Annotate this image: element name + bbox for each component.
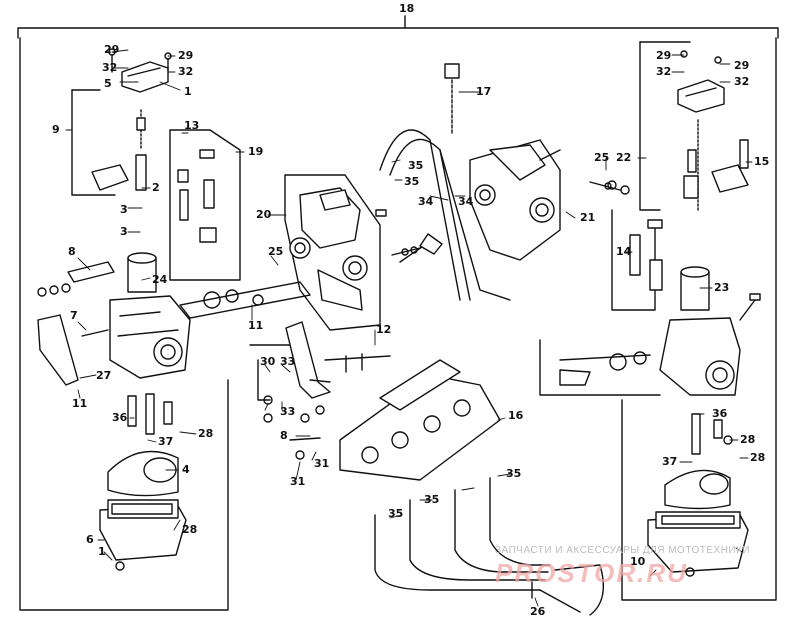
part-label-8: 8 [280,429,288,442]
part-label-29: 29 [734,59,750,72]
part-label-28: 28 [198,427,214,440]
part-label-10: 10 [630,555,646,568]
center-carburetor [284,174,443,331]
part-label-3: 3 [120,203,128,216]
part-label-29: 29 [104,43,120,56]
part-label-32: 32 [656,65,672,78]
intake-manifold [249,321,501,481]
part-label-31: 31 [290,475,306,488]
part-label-32: 32 [102,61,118,74]
assembly-bracket-18 [17,15,779,611]
part-label-7: 7 [70,309,78,322]
part-label-14: 14 [616,245,632,258]
part-label-5: 5 [104,77,112,90]
part-label-28: 28 [750,451,766,464]
part-label-29: 29 [656,49,672,62]
part-label-33: 33 [280,405,296,418]
part-label-28: 28 [182,523,198,536]
part-label-37: 37 [158,435,174,448]
part-label-35: 35 [388,507,404,520]
part-label-15: 15 [754,155,770,168]
part-label-34: 34 [458,195,474,208]
part-label-13: 13 [184,119,200,132]
part-label-34: 34 [418,195,434,208]
part-label-32: 32 [178,65,194,78]
part-label-31: 31 [314,457,330,470]
part-label-33: 33 [280,355,296,368]
part-label-1: 1 [184,85,192,98]
part-label-26: 26 [530,605,546,618]
part-label-36: 36 [112,411,128,424]
part-label-1: 1 [98,545,106,558]
part-label-35: 35 [506,467,522,480]
part-label-28: 28 [740,433,756,446]
part-label-6: 6 [86,533,94,546]
part-label-12: 12 [376,323,392,336]
part-label-35: 35 [424,493,440,506]
part-label-27: 27 [96,369,112,382]
part-label-25: 25 [268,245,284,258]
vent-hoses [374,477,604,616]
watermark-subtitle: ЗАПЧАСТИ И АКСЕССУАРЫ ДЛЯ МОТОТЕХНИКИ [495,545,751,556]
part-label-17: 17 [476,85,492,98]
part-label-22: 22 [616,151,632,164]
part-label-30: 30 [260,355,276,368]
part-label-4: 4 [182,463,190,476]
part-label-21: 21 [580,211,596,224]
part-label-3: 3 [120,225,128,238]
part-label-18: 18 [399,2,415,15]
part-label-23: 23 [714,281,730,294]
part-label-35: 35 [408,159,424,172]
part-label-8: 8 [68,245,76,258]
part-label-24: 24 [152,273,168,286]
part-label-2: 2 [152,181,160,194]
part-label-25: 25 [594,151,610,164]
part-label-16: 16 [508,409,524,422]
part-label-11: 11 [248,319,264,332]
part-label-35: 35 [404,175,420,188]
part-label-32: 32 [734,75,750,88]
part-label-37: 37 [662,455,678,468]
part-label-20: 20 [256,208,272,221]
part-label-36: 36 [712,407,728,420]
part-label-9: 9 [52,123,60,136]
watermark-logo: PROSTOR.RU [495,558,688,588]
left-carburetor [37,48,311,571]
part-label-11: 11 [72,397,88,410]
leader-lines [65,49,753,607]
part-label-29: 29 [178,49,194,62]
upper-carburetor [379,63,630,301]
part-label-19: 19 [248,145,264,158]
right-carburetor [539,41,761,577]
